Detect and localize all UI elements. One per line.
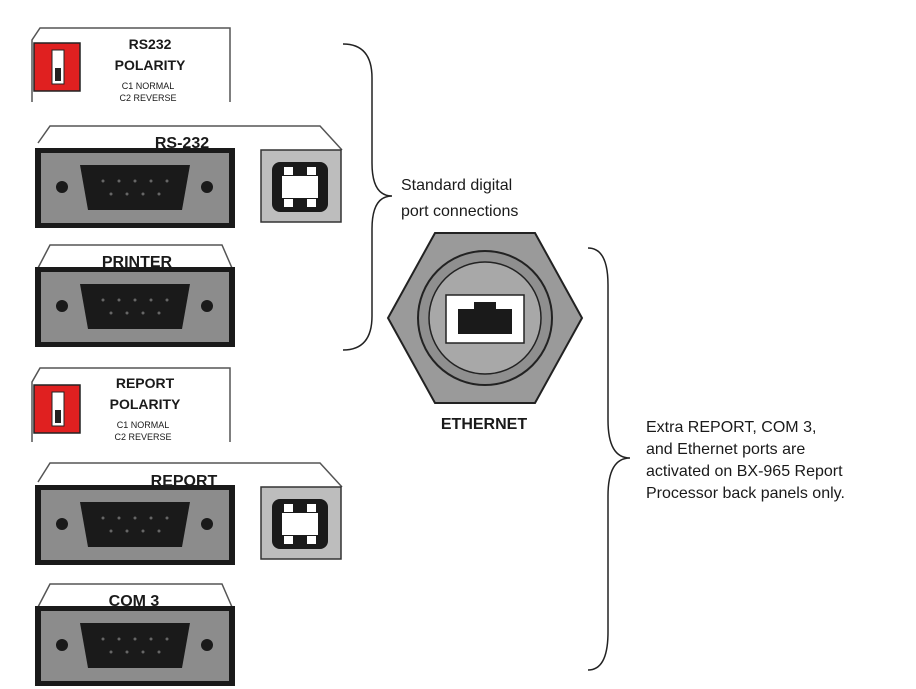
rs232-polarity-title-line1: RS232 (129, 36, 172, 52)
report-port: REPORT (35, 462, 343, 565)
rs232-port-label: RS-232 (155, 135, 209, 152)
report-db9-connector-icon[interactable] (35, 485, 235, 565)
rs232-polarity-option2: C2 REVERSE (119, 93, 176, 103)
report-polarity-option1: C1 NORMAL (117, 420, 170, 430)
ethernet-label: ETHERNET (441, 416, 527, 433)
report-usb-port-icon[interactable] (260, 486, 342, 560)
report-polarity-title-line2: POLARITY (110, 396, 181, 412)
report-polarity-option2: C2 REVERSE (114, 432, 171, 442)
com3-port: COM 3 (35, 583, 235, 686)
rs232-polarity-title-line2: POLARITY (115, 57, 186, 73)
com3-port-label: COM 3 (109, 593, 160, 610)
extra-note-line4: Processor back panels only. (646, 485, 845, 502)
report-polarity-panel: REPORT POLARITY C1 NORMAL C2 REVERSE (31, 367, 231, 442)
rs232-usb-port-icon[interactable] (260, 149, 342, 223)
com3-db9-connector-icon[interactable] (35, 606, 235, 686)
standard-note-line1: Standard digital (401, 177, 512, 194)
rs232-polarity-switch-icon[interactable] (33, 42, 81, 92)
extra-note-line2: and Ethernet ports are (646, 441, 805, 458)
standard-note-line2: port connections (401, 203, 518, 220)
standard-ports-brace (342, 43, 393, 351)
printer-port-label: PRINTER (102, 254, 173, 271)
rs232-polarity-panel: RS232 POLARITY C1 NORMAL C2 REVERSE (31, 27, 231, 103)
rs232-db9-connector-icon[interactable] (35, 148, 235, 228)
report-polarity-switch-icon[interactable] (33, 384, 81, 434)
extra-note-line3: activated on BX-965 Report (646, 463, 843, 480)
printer-db9-connector-icon[interactable] (35, 267, 235, 347)
extra-note-line1: Extra REPORT, COM 3, (646, 419, 816, 436)
rs232-polarity-option1: C1 NORMAL (122, 81, 175, 91)
ethernet-rj45-jack-icon[interactable] (386, 232, 584, 404)
printer-port: PRINTER (35, 244, 235, 347)
ethernet-port: ETHERNET (386, 232, 584, 433)
extra-ports-brace (587, 247, 631, 671)
report-polarity-title-line1: REPORT (116, 375, 175, 391)
rs232-port: RS-232 (35, 125, 343, 228)
